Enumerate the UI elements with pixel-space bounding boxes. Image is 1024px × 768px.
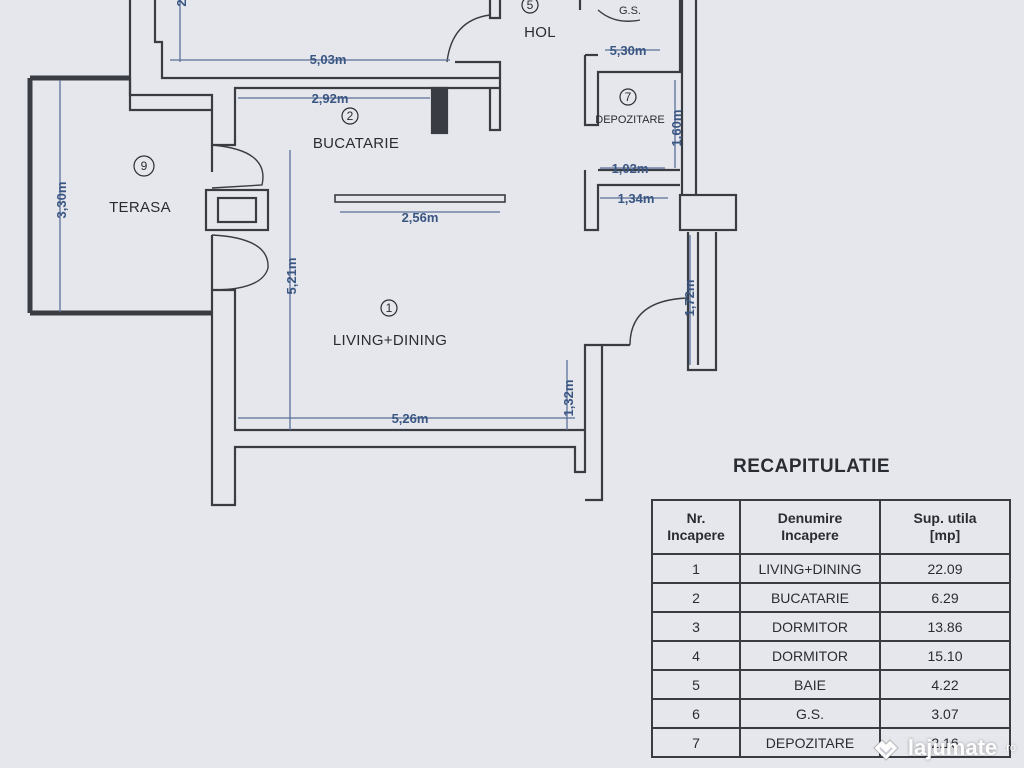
cell-nr: 3 — [651, 611, 741, 642]
room-number-circle — [619, 88, 637, 106]
table-row: 7 DEPOZITARE 2.16 — [651, 727, 1011, 758]
room-number-circle — [521, 0, 539, 14]
room-terrace: 9 TERASA — [109, 155, 171, 216]
cell-area: 22.09 — [879, 553, 1011, 584]
table-row: 5 BAIE 4.22 — [651, 669, 1011, 700]
room-name: LIVING+DINING — [333, 332, 447, 349]
room-name: DEPOZITARE — [595, 114, 664, 126]
room-kitchen: 2 BUCATARIE — [313, 107, 399, 152]
dim-terrace-height: 3,30m — [54, 182, 69, 219]
room-name: TERASA — [109, 199, 171, 216]
dim-storage-height: 1,60m — [669, 110, 684, 147]
header-nr: Nr.Incapere — [651, 499, 741, 555]
room-living: 1 LIVING+DINING — [333, 299, 447, 349]
table-row: 3 DORMITOR 13.86 — [651, 611, 1011, 642]
room-storage: 7 DEPOZITARE — [595, 88, 665, 126]
room-number: 9 — [141, 159, 148, 173]
table-row: 2 BUCATARIE 6.29 — [651, 582, 1011, 613]
cell-name: BUCATARIE — [739, 582, 881, 613]
watermark: lajumate .ro — [870, 732, 1016, 764]
dim-kitchen-width: 2,92m — [312, 91, 349, 106]
header-area: Sup. utila[mp] — [879, 499, 1011, 555]
cell-area: 6.29 — [879, 582, 1011, 613]
dim-storage-w2: 1,34m — [618, 191, 655, 206]
cell-area: 15.10 — [879, 640, 1011, 671]
room-gs: G.S. — [619, 5, 641, 17]
cell-area: 13.86 — [879, 611, 1011, 642]
dim-living-height: 5,21m — [284, 258, 299, 295]
room-number: 5 — [527, 0, 534, 12]
cell-nr: 2 — [651, 582, 741, 613]
room-number-circle — [380, 299, 398, 317]
kitchen-counter — [334, 194, 506, 213]
room-number: 7 — [625, 90, 632, 104]
room-name: BUCATARIE — [313, 135, 399, 152]
dim-top-width: 5,03m — [310, 52, 347, 67]
cell-nr: 5 — [651, 669, 741, 700]
cell-nr: 1 — [651, 553, 741, 584]
cell-name: DORMITOR — [739, 640, 881, 671]
dim-bottom-right: 1,32m — [561, 380, 576, 417]
dimension-lines — [59, 0, 691, 430]
cell-nr: 4 — [651, 640, 741, 671]
recap-title: RECAPITULATIE — [733, 456, 891, 477]
room-number: 1 — [386, 301, 393, 315]
dim-top-left-cut: 2 — [174, 0, 189, 7]
room-hol: 5 HOL — [521, 0, 556, 41]
table-row: 6 G.S. 3.07 — [651, 698, 1011, 729]
room-name: HOL — [524, 24, 556, 41]
walls — [27, 0, 738, 507]
dim-storage-w1: 1,02m — [612, 161, 649, 176]
dim-door-side: 1,72m — [682, 280, 697, 317]
watermark-suffix: .ro — [1003, 742, 1016, 754]
dim-living-width: 5,26m — [392, 411, 429, 426]
room-name: G.S. — [619, 5, 641, 17]
cell-area: 2.16 — [879, 727, 1011, 758]
dimension-labels: 5,03m 2,92m 2,56m 5,26m 5,30m 1,02m 1,34… — [54, 0, 697, 426]
room-number: 2 — [347, 109, 354, 123]
cell-name: DORMITOR — [739, 611, 881, 642]
cell-nr: 6 — [651, 698, 741, 729]
dim-gs-width: 5,30m — [610, 43, 647, 58]
dim-counter: 2,56m — [402, 210, 439, 225]
lajumate-logo-icon — [873, 739, 899, 761]
cell-name: G.S. — [739, 698, 881, 729]
room-number-circle — [341, 107, 359, 125]
cell-name: DEPOZITARE — [739, 727, 881, 758]
door-swings — [211, 9, 689, 346]
cell-name: BAIE — [739, 669, 881, 700]
table-row: 4 DORMITOR 15.10 — [651, 640, 1011, 671]
cell-name: LIVING+DINING — [739, 553, 881, 584]
table-row: 1 LIVING+DINING 22.09 — [651, 553, 1011, 584]
cell-nr: 7 — [651, 727, 741, 758]
cell-area: 4.22 — [879, 669, 1011, 700]
room-number-circle — [133, 155, 155, 177]
watermark-brand: lajumate — [907, 735, 998, 760]
cell-area: 3.07 — [879, 698, 1011, 729]
